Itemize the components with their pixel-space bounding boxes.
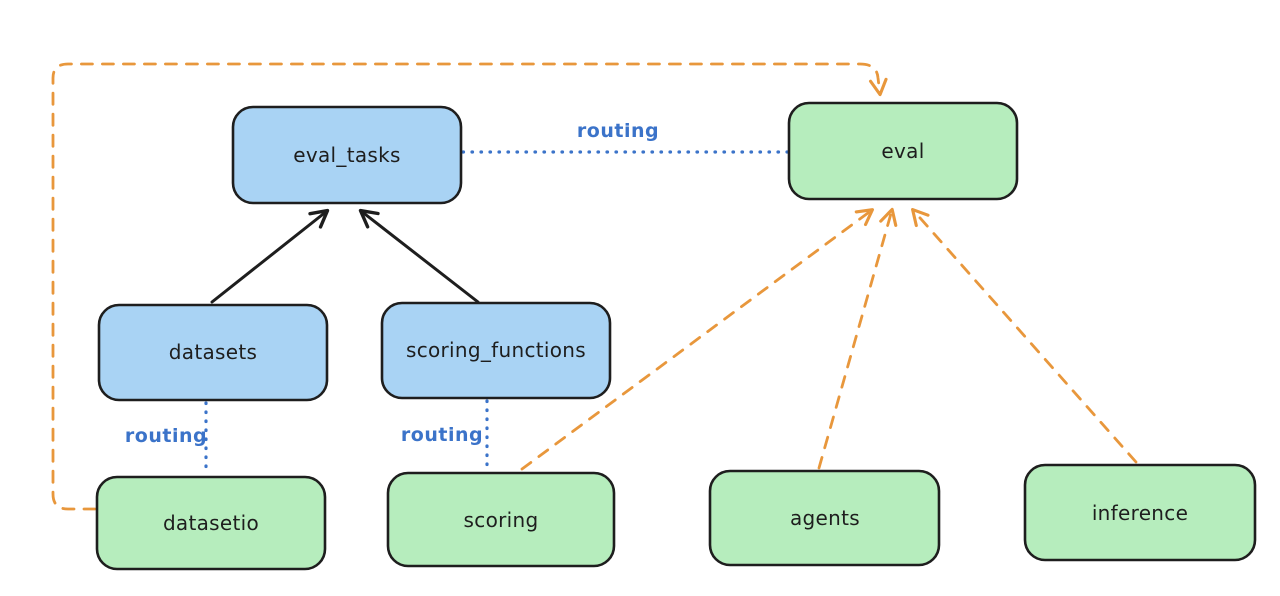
node-inference-label: inference: [1092, 501, 1188, 525]
routing-label-top: routing: [577, 120, 659, 142]
node-scoring-functions-box: [380, 301, 612, 400]
node-scoring-box: [386, 471, 616, 568]
edge-inference-to-eval: [911, 207, 1138, 464]
edge-datasets-to-eval-tasks: [210, 208, 330, 304]
node-inference-box: [1023, 463, 1257, 562]
edge-agents-to-eval: [817, 207, 898, 470]
node-datasetio-box: [95, 475, 327, 571]
node-scoring-label: scoring: [464, 508, 539, 532]
node-eval-label: eval: [881, 139, 924, 163]
node-agents: agents: [708, 469, 941, 567]
node-datasets: datasets: [97, 303, 329, 402]
routing-label-scoring: routing: [401, 424, 483, 446]
node-eval: eval: [787, 101, 1019, 201]
node-datasetio: datasetio: [95, 475, 327, 571]
routing-label-datasets: routing: [125, 425, 207, 447]
node-scoring: scoring: [386, 471, 616, 568]
node-datasetio-label: datasetio: [163, 511, 259, 535]
node-datasets-box: [97, 303, 329, 402]
node-agents-box: [708, 469, 941, 567]
edge-scoring-functions-to-eval-tasks: [358, 208, 480, 304]
node-eval-tasks-label: eval_tasks: [293, 143, 400, 167]
node-scoring-functions: scoring_functions: [380, 301, 612, 400]
node-datasets-label: datasets: [169, 340, 257, 364]
node-eval-tasks-box: [231, 105, 463, 205]
node-eval-box: [787, 101, 1019, 201]
node-inference: inference: [1023, 463, 1257, 562]
edge-scoring-to-eval: [520, 208, 875, 471]
node-scoring-functions-label: scoring_functions: [406, 338, 586, 362]
node-eval-tasks: eval_tasks: [231, 105, 463, 205]
node-agents-label: agents: [790, 506, 860, 530]
